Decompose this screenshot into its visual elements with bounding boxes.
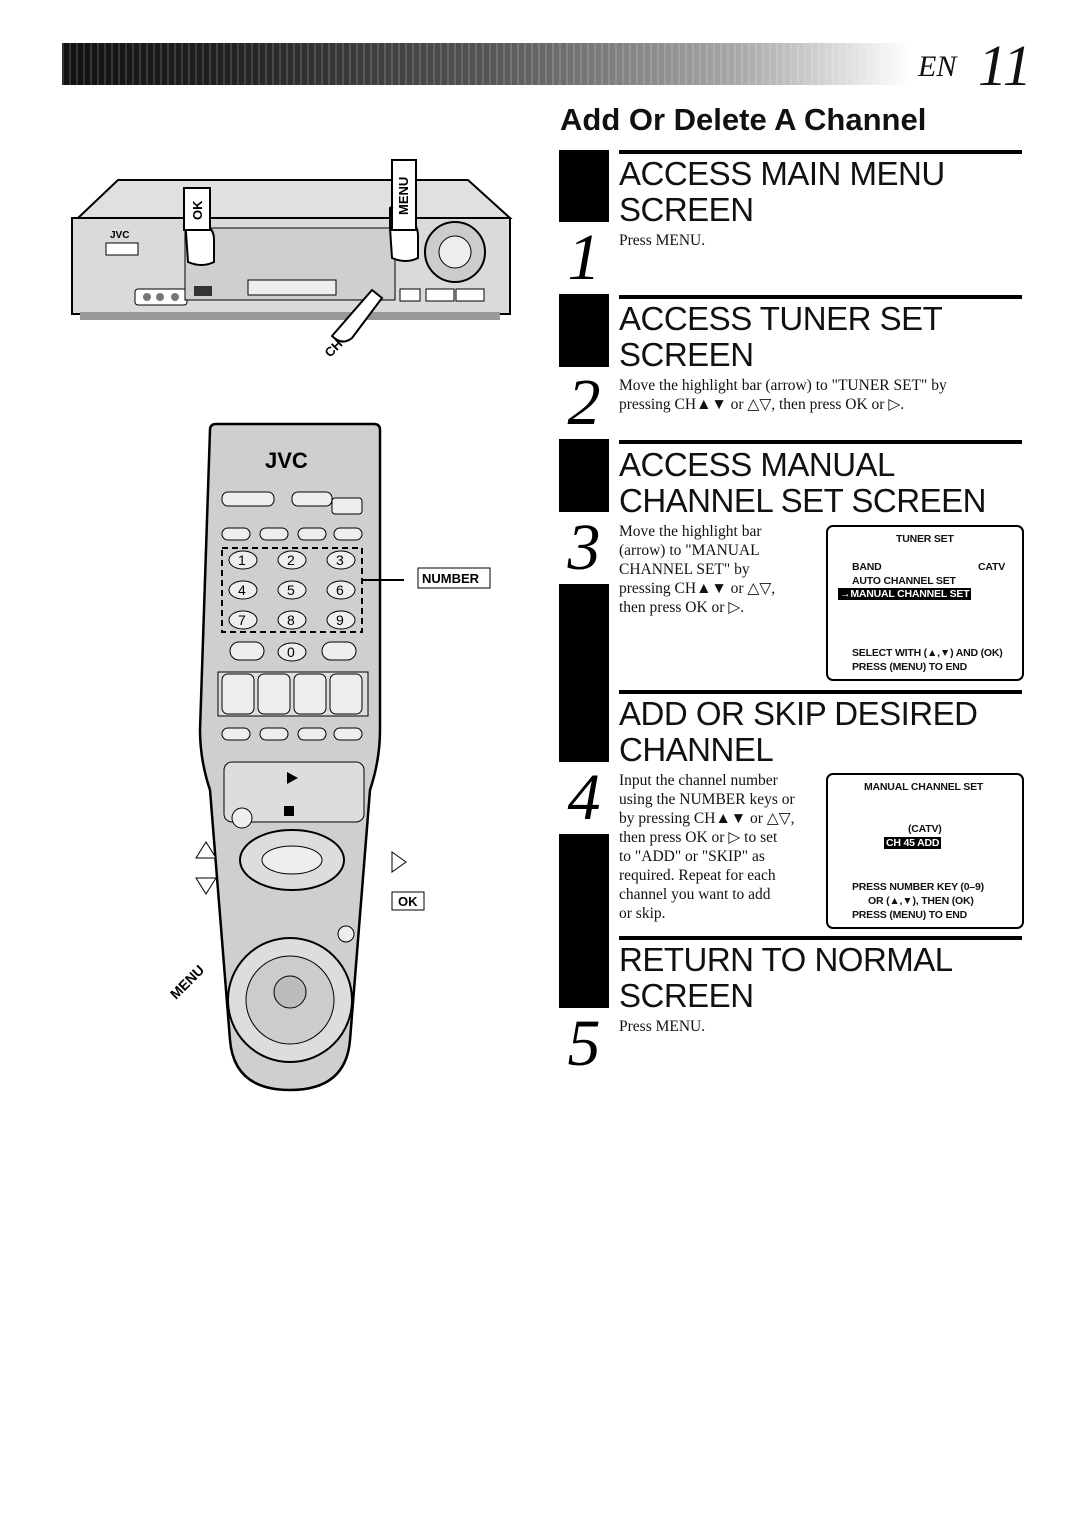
step-3-heading-line-1: ACCESS MANUAL (619, 446, 895, 483)
step-4-text-line-3: by pressing CH▲▼ or △▽, (619, 810, 795, 827)
step-3-text-line-2: (arrow) to "MANUAL (619, 542, 760, 559)
osd-auto-channel-set: AUTO CHANNEL SET (852, 575, 956, 587)
number-keys: 1 2 3 4 5 6 7 8 9 0 (228, 550, 356, 662)
step-2-heading-line-2: SCREEN (619, 336, 754, 373)
osd-title: MANUAL CHANNEL SET (864, 781, 984, 793)
key-8: 8 (287, 612, 295, 628)
vcr-brand: JVC (110, 230, 129, 241)
osd-band: (CATV) (908, 823, 942, 835)
step-3-text-line-1: Move the highlight bar (619, 523, 762, 540)
step-2-text-line-2: pressing CH▲▼ or △▽, then press OK or ▷. (619, 396, 905, 413)
key-0: 0 (287, 644, 295, 660)
step-4-heading-line-1: ADD OR SKIP DESIRED (619, 695, 978, 732)
step-4-text-line-2: using the NUMBER keys or (619, 791, 795, 808)
step-2-text-line-1: Move the highlight bar (arrow) to "TUNER… (619, 377, 947, 394)
osd-manual-channel-set-highlight: →MANUAL CHANNEL SET (838, 588, 972, 600)
step-rule-4 (619, 690, 1022, 694)
osd-channel-line: CH 45 ADD (884, 837, 942, 849)
step-5-heading-line-1: RETURN TO NORMAL (619, 941, 953, 978)
osd-manual-channel-set: MANUAL CHANNEL SET (850, 588, 970, 600)
header-bar (62, 43, 912, 85)
osd-band-value: CATV (978, 561, 1006, 573)
step-3-heading-line-2: CHANNEL SET SCREEN (619, 482, 986, 519)
step-1-text: Press MENU. (619, 232, 706, 249)
vcr-ok-label: OK (190, 200, 205, 220)
step-4-text-line-5: to "ADD" or "SKIP" as (619, 848, 765, 865)
step-rule-5 (619, 936, 1022, 940)
osd-footer-3: PRESS (MENU) TO END (852, 909, 968, 921)
illustration: JVC OK MENU CH JVC 1 2 (71, 159, 513, 1092)
step-4-text-line-1: Input the channel number (619, 772, 778, 789)
step-rule-3 (619, 440, 1022, 444)
number-callout: NUMBER (422, 571, 480, 586)
vcr-menu-label: MENU (396, 177, 411, 215)
step-3-text-line-3: CHANNEL SET" by (619, 561, 750, 578)
step-1-heading-line-1: ACCESS MAIN MENU (619, 155, 945, 192)
step-number-3: 3 (559, 512, 609, 584)
key-5: 5 (287, 582, 295, 598)
key-4: 4 (238, 582, 246, 598)
section-title: Add Or Delete A Channel (560, 102, 927, 137)
step-4-text-line-7: channel you want to add (619, 886, 771, 903)
vcr-illustration: JVC OK MENU CH (71, 159, 513, 360)
step-4-text-line-4: then press OK or ▷ to set (619, 829, 778, 846)
step-4-heading-line-2: CHANNEL (619, 731, 774, 768)
step-3-text-line-4: pressing CH▲▼ or △▽, (619, 580, 776, 597)
step-number-4: 4 (559, 762, 609, 834)
page-number: 11 (978, 33, 1032, 98)
step-4-text-line-6: required. Repeat for each (619, 867, 776, 884)
osd-footer-1: PRESS NUMBER KEY (0–9) (852, 881, 984, 893)
step-rule-2 (619, 295, 1022, 299)
step-number-5: 5 (559, 1008, 609, 1080)
tuner-set-screen: TUNER SET BAND CATV AUTO CHANNEL SET →MA… (826, 525, 1024, 681)
osd-band-label: BAND (852, 561, 882, 573)
remote-illustration: JVC 1 2 3 4 5 6 7 8 9 0 (167, 422, 491, 1092)
osd-footer-1: SELECT WITH (▲,▼) AND (OK) (852, 647, 1003, 659)
remote-brand: JVC (265, 448, 308, 473)
osd-footer-2: PRESS (MENU) TO END (852, 661, 968, 673)
step-number-1: 1 (559, 222, 609, 294)
step-number-2: 2 (559, 367, 609, 439)
step-2-heading-line-1: ACCESS TUNER SET (619, 300, 943, 337)
key-3: 3 (336, 552, 344, 568)
key-9: 9 (336, 612, 344, 628)
key-6: 6 (336, 582, 344, 598)
language-label: EN (918, 50, 957, 83)
step-3-text-line-5: then press OK or ▷. (619, 599, 745, 616)
step-rule-1 (619, 150, 1022, 154)
key-2: 2 (287, 552, 295, 568)
step-5-text: Press MENU. (619, 1018, 706, 1035)
step-4-text-line-8: or skip. (619, 905, 666, 922)
manual-channel-set-screen: MANUAL CHANNEL SET (CATV) CH 45 ADD PRES… (826, 773, 1024, 929)
ok-callout: OK (398, 894, 418, 909)
key-7: 7 (238, 612, 246, 628)
step-1-heading-line-2: SCREEN (619, 191, 754, 228)
osd-title: TUNER SET (896, 533, 954, 545)
step-5-heading-line-2: SCREEN (619, 977, 754, 1014)
menu-callout: MENU (167, 962, 207, 1002)
osd-footer-2: OR (▲,▼), THEN (OK) (868, 895, 974, 907)
key-1: 1 (238, 552, 246, 568)
